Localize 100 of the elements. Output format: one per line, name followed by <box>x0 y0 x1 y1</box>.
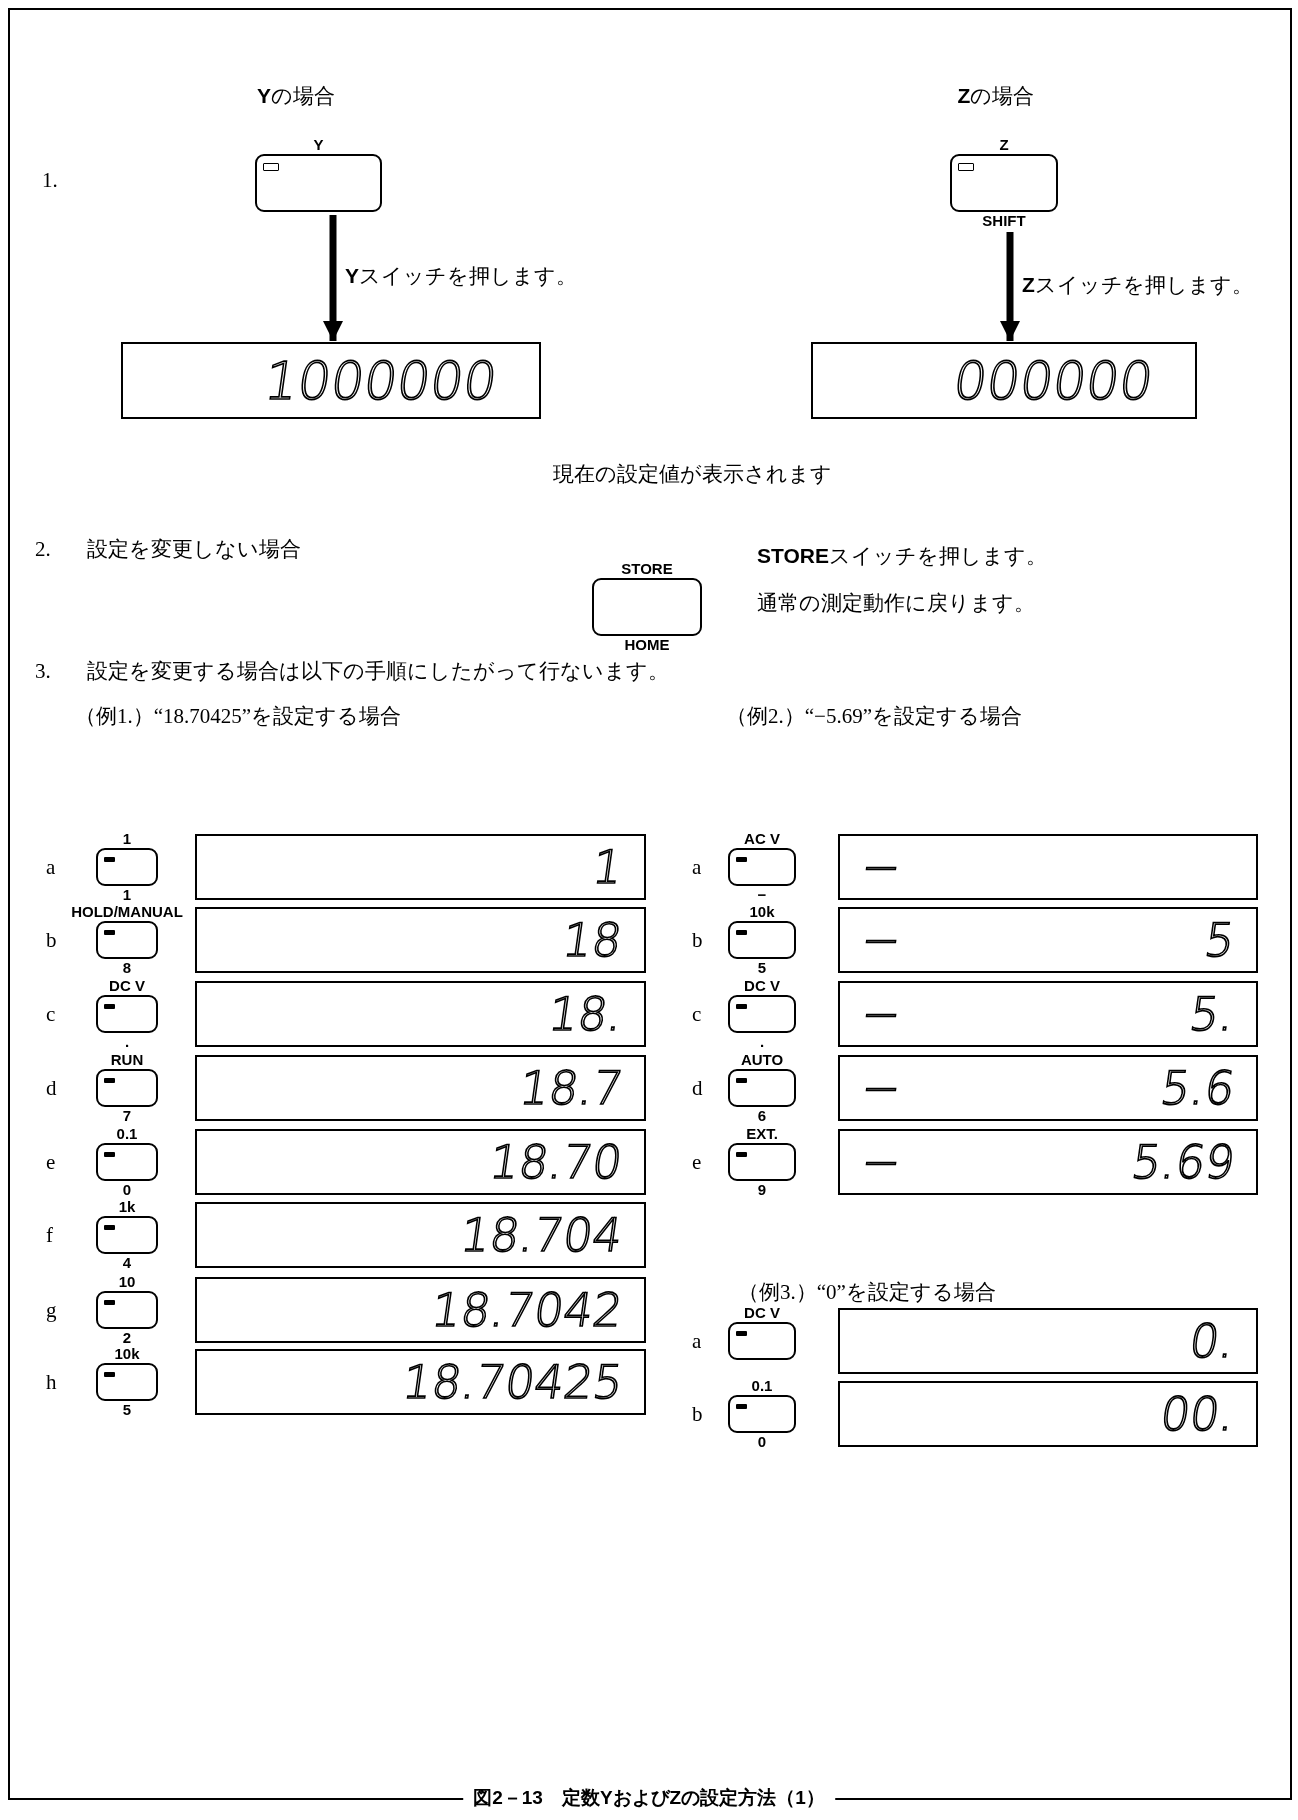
label-text: 設定を変更する場合は以下の手順にしたがって行ないます。 <box>87 659 669 683</box>
key-legend: 0.1 <box>751 1378 773 1394</box>
label-text: b <box>692 1402 703 1426</box>
key-legend: DC V <box>744 1305 780 1321</box>
key-legend: 5 <box>122 1402 132 1418</box>
key-legend: RUN <box>110 1052 144 1068</box>
lcd-display <box>121 342 541 419</box>
display-reading: 00. <box>1157 1391 1238 1437</box>
label-text: e <box>692 1150 702 1174</box>
lcd-display <box>838 907 1258 973</box>
label-text: a <box>692 855 702 879</box>
label-text: 1. <box>42 168 58 192</box>
key-legend: DC V <box>109 978 145 994</box>
lcd-display <box>838 981 1258 1047</box>
display-reading: 1000000 <box>261 354 501 407</box>
key-legend: 4 <box>122 1255 132 1271</box>
lcd-display <box>838 1129 1258 1195</box>
key-legend: AUTO <box>740 1052 784 1068</box>
display-reading: 18.70 <box>487 1139 626 1185</box>
key-legend: 1 <box>122 831 132 847</box>
key-legend: 0 <box>122 1182 132 1198</box>
label-text: （例2.）“−5.69”を設定する場合 <box>726 704 1022 728</box>
lcd-display <box>838 834 1258 900</box>
display-reading: 0. <box>1186 1318 1238 1364</box>
key-legend: − <box>757 887 767 903</box>
key-legend: EXT. <box>746 1126 778 1142</box>
display-reading: − <box>858 991 904 1037</box>
lcd-display <box>195 1277 646 1343</box>
key-legend: 10k <box>749 904 775 920</box>
key-legend: 2 <box>122 1330 132 1346</box>
key-legend: . <box>759 1034 765 1050</box>
display-reading: 18. <box>545 991 626 1037</box>
key-legend: 6 <box>757 1108 767 1124</box>
key-legend: Y <box>313 137 324 153</box>
lcd-display <box>838 1308 1258 1374</box>
lcd-display <box>195 907 646 973</box>
label-text: 設定を変更しない場合 <box>87 537 301 561</box>
key-legend: 0 <box>757 1434 767 1450</box>
label-text: c <box>692 1002 702 1026</box>
label-text: c <box>46 1002 56 1026</box>
lcd-display <box>195 834 646 900</box>
key-legend: . <box>124 1034 130 1050</box>
label-text: b <box>46 928 57 952</box>
lcd-display <box>838 1055 1258 1121</box>
label-text: （例3.）“0”を設定する場合 <box>738 1280 996 1304</box>
display-reading: 18.70425 <box>399 1359 626 1405</box>
key-legend: HOME <box>624 637 670 653</box>
label-text: d <box>46 1076 57 1100</box>
label-text: Zの場合 <box>957 84 1035 108</box>
display-reading: 000000 <box>950 354 1157 407</box>
label-text: e <box>46 1150 56 1174</box>
label-text: 通常の測定動作に戻ります。 <box>757 591 1035 615</box>
lcd-display <box>195 1349 646 1415</box>
display-reading: 18 <box>560 917 626 963</box>
key-legend: 9 <box>757 1182 767 1198</box>
label-text: 2. <box>35 537 51 561</box>
display-reading: − <box>858 844 904 890</box>
key-legend: 7 <box>122 1108 132 1124</box>
key-legend: 10k <box>114 1346 140 1362</box>
display-reading: 1 <box>589 844 626 890</box>
lcd-display <box>195 981 646 1047</box>
label-text: Yの場合 <box>257 84 335 108</box>
display-reading: − <box>858 1139 904 1185</box>
label-text: 現在の設定値が表示されます <box>552 462 832 486</box>
label-text: a <box>46 855 56 879</box>
lcd-display <box>811 342 1197 419</box>
display-reading: − <box>858 1065 904 1111</box>
label-text: g <box>46 1298 57 1322</box>
display-reading: 5.69 <box>1128 1139 1238 1185</box>
display-reading: 5 <box>1201 917 1238 963</box>
display-reading: 5. <box>1186 991 1238 1037</box>
label-text: a <box>692 1329 702 1353</box>
lcd-display <box>195 1129 646 1195</box>
key-legend: 1k <box>118 1199 136 1215</box>
key-legend: HOLD/MANUAL <box>71 904 183 920</box>
display-reading: 18.7 <box>516 1065 626 1111</box>
label-text: 3. <box>35 659 51 683</box>
key-legend: 8 <box>122 960 132 976</box>
key-legend: DC V <box>744 978 780 994</box>
key-legend: 1 <box>122 887 132 903</box>
label-text: （例1.）“18.70425”を設定する場合 <box>75 704 402 728</box>
display-reading: 18.7042 <box>428 1287 626 1333</box>
display-reading: 18.704 <box>457 1212 626 1258</box>
label-text: d <box>692 1076 703 1100</box>
lcd-display <box>838 1381 1258 1447</box>
key-legend: Z <box>999 137 1009 153</box>
key-legend: STORE <box>621 561 673 577</box>
label-text: b <box>692 928 703 952</box>
display-reading: 5.6 <box>1157 1065 1238 1111</box>
lcd-display <box>195 1055 646 1121</box>
key-legend: 0.1 <box>116 1126 138 1142</box>
lcd-display <box>195 1202 646 1268</box>
label-text: h <box>46 1370 57 1394</box>
key-legend: SHIFT <box>982 213 1026 229</box>
figure-caption: 図2－13 定数YおよびZの設定方法（1） <box>463 1786 835 1810</box>
key-legend: 5 <box>757 960 767 976</box>
key-legend: AC V <box>744 831 780 847</box>
display-reading: − <box>858 917 904 963</box>
label-text: f <box>46 1223 53 1247</box>
label-text: STOREスイッチを押します。 <box>757 544 1047 568</box>
